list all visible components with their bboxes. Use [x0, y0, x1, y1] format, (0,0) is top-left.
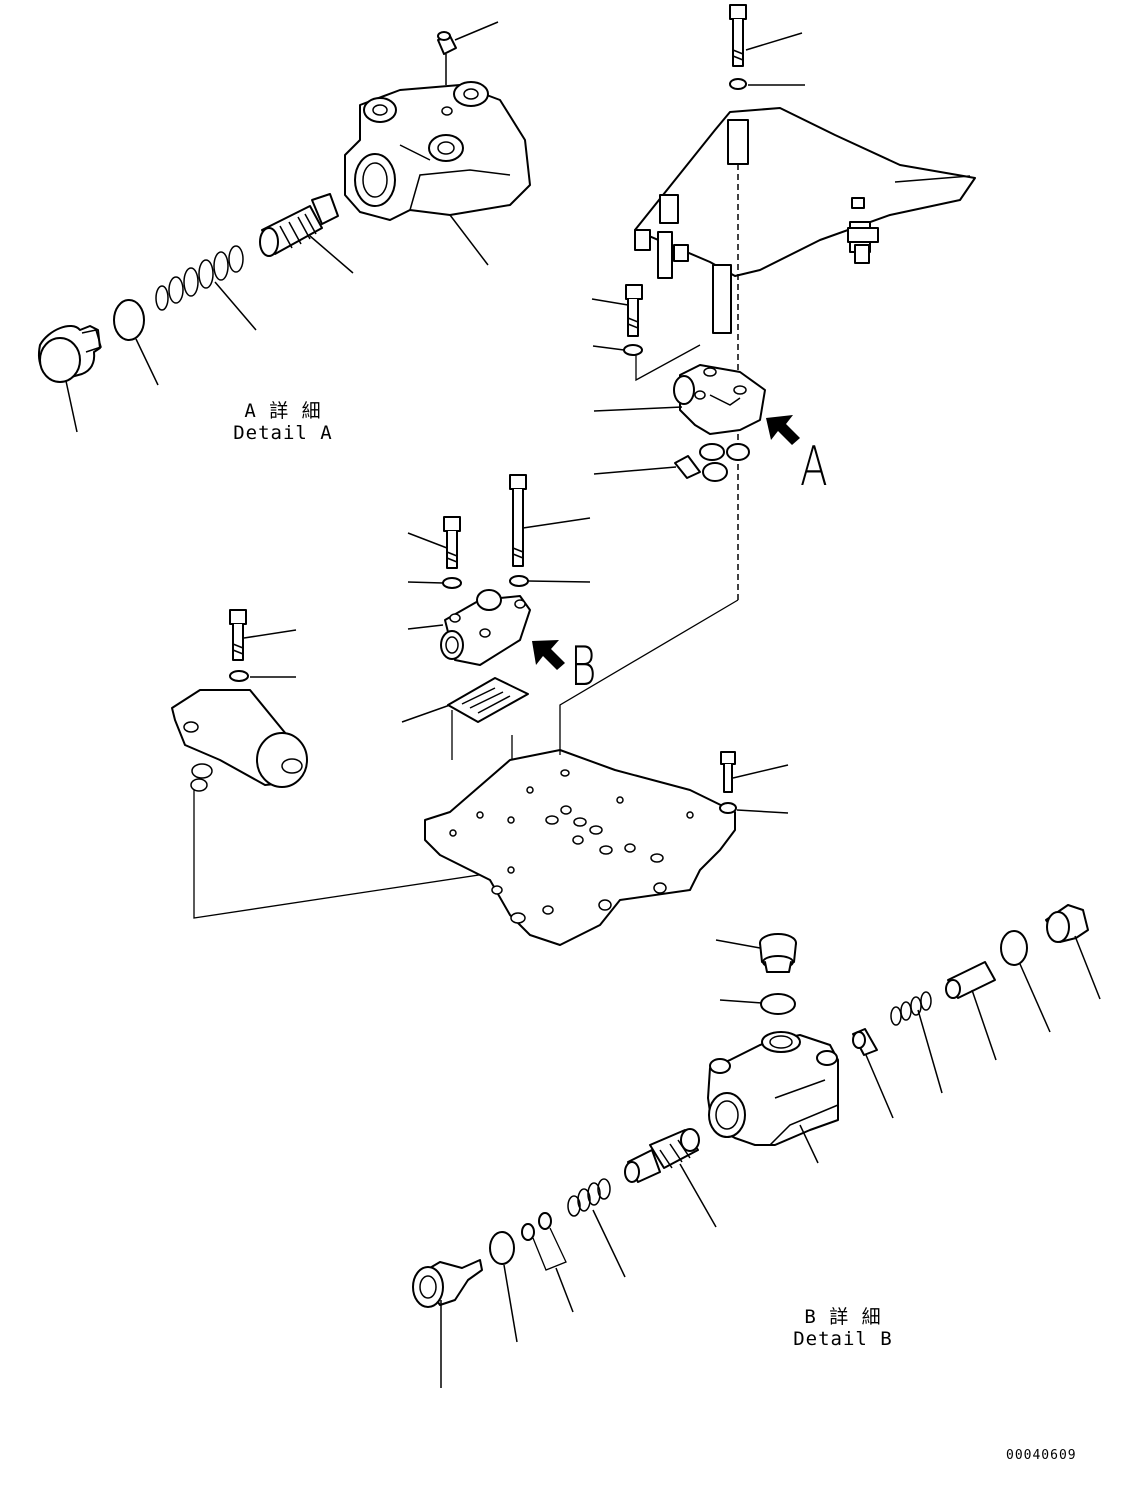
cover-plate-assembly	[634, 4, 976, 600]
valve-body-plate	[424, 599, 789, 946]
valve-a-assembly	[591, 284, 800, 482]
detail-b-spring-right	[890, 991, 932, 1026]
view-a-label: A	[800, 435, 828, 498]
detail-b-o-ring-top	[760, 993, 796, 1015]
document-number: 00040609	[1006, 1448, 1077, 1463]
detail-a-caption: A 詳 細 Detail A	[228, 400, 338, 444]
detail-a-plug	[38, 325, 102, 383]
valve-b-assembly	[401, 474, 591, 870]
cover-washer	[729, 78, 747, 90]
detail-a-caption-jp: A 詳 細	[244, 400, 322, 422]
detail-a-caption-en: Detail A	[233, 422, 333, 444]
detail-a-fitting	[437, 31, 457, 85]
detail-a-housing	[344, 81, 531, 221]
detail-b-caption-jp: B 詳 細	[804, 1306, 882, 1328]
view-a-arrow	[766, 415, 800, 445]
view-b-arrow	[532, 640, 565, 670]
detail-b-caption: B 詳 細 Detail B	[788, 1306, 898, 1350]
detail-a-assembly	[38, 21, 531, 433]
plate-holes	[449, 769, 694, 924]
detail-a-spring	[155, 245, 244, 311]
detail-b-caption-en: Detail B	[793, 1328, 893, 1350]
detail-b-cap	[759, 933, 797, 973]
detail-a-spool	[259, 193, 339, 257]
cover-bolt	[729, 4, 747, 67]
detail-b-plug-left	[412, 1259, 483, 1308]
detail-b-assembly	[412, 904, 1101, 1388]
solenoid-assembly	[171, 609, 513, 919]
detail-b-spring-left	[567, 1178, 611, 1217]
detail-a-o-ring	[113, 299, 145, 341]
detail-b-spool	[624, 1128, 700, 1183]
view-b-label: B	[570, 635, 597, 698]
detail-b-plug-right	[1045, 904, 1089, 943]
